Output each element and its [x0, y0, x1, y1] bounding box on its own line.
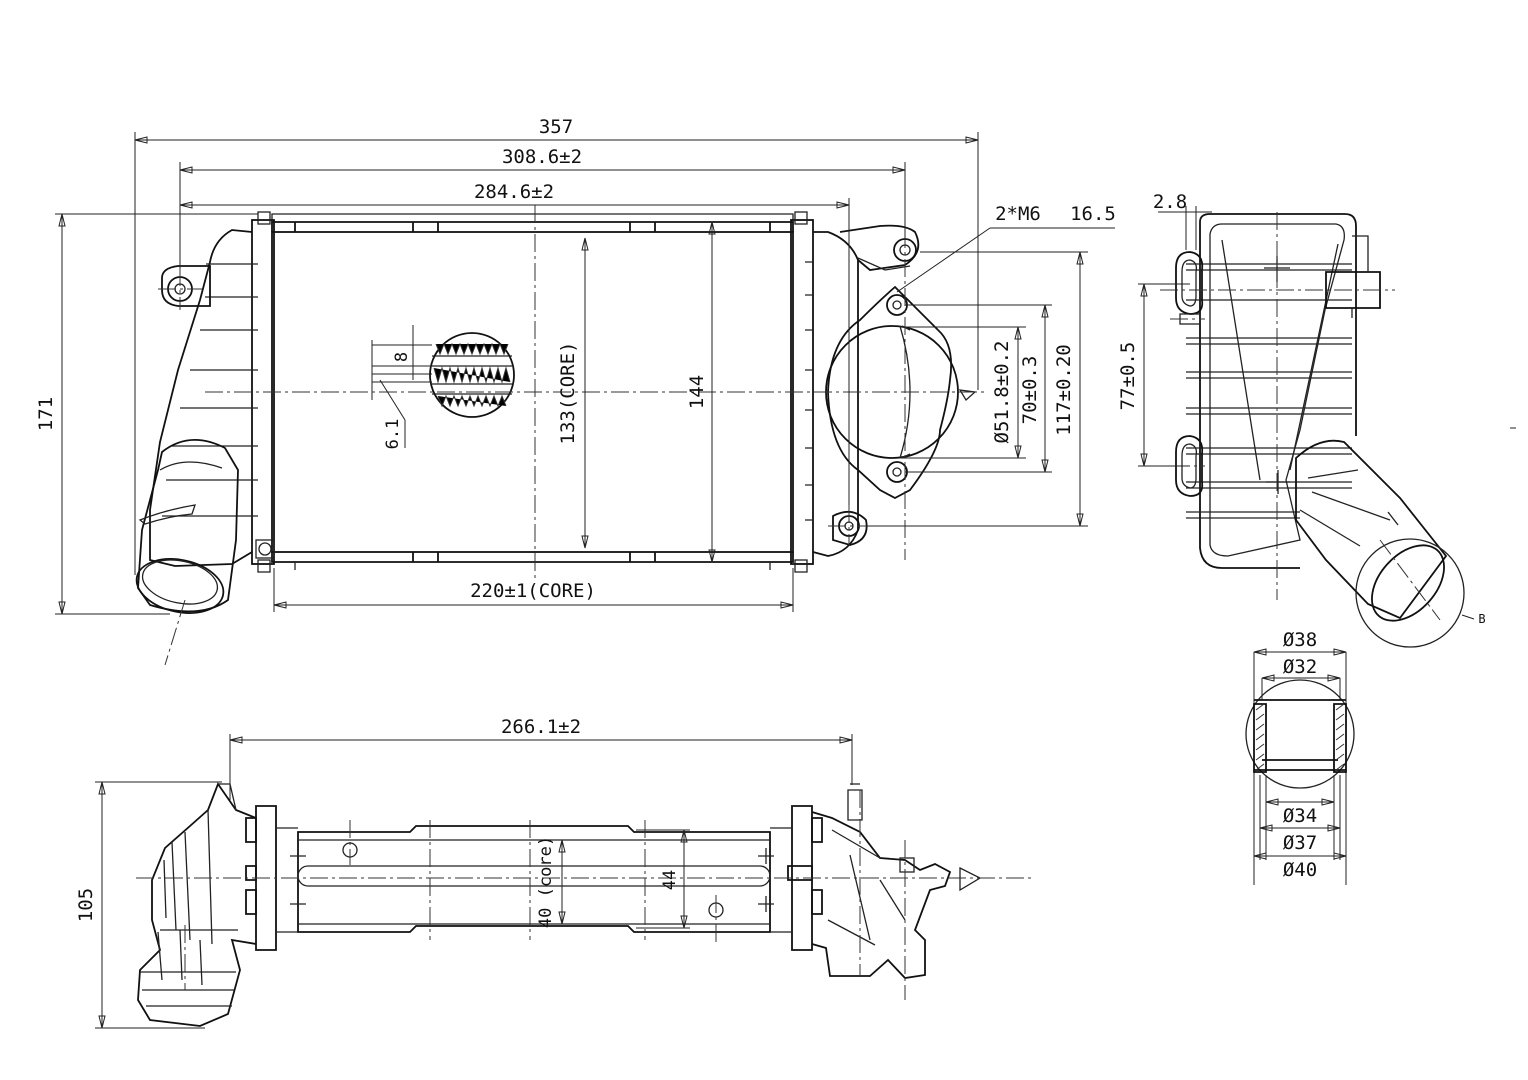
- side-bracket-top: [1175, 251, 1204, 315]
- dim-pipe-inner-top: Ø32: [1283, 656, 1317, 678]
- dim-pipe-outer-bottom: Ø40: [1283, 859, 1317, 881]
- dim-depth: 105: [75, 888, 97, 922]
- dim-fin-pitch: 8: [392, 352, 412, 362]
- pipe-detail: Ø38 Ø32 Ø34 Ø37 Ø40: [1245, 629, 1355, 885]
- flange-bolt-bottom: [886, 461, 908, 483]
- side-outer-shell: [1199, 213, 1357, 569]
- dim-pipe-inner-bottom: Ø34: [1283, 805, 1317, 827]
- bottom-right-tank: [811, 811, 952, 979]
- side-view: B 2.8 77±0.5: [1117, 191, 1516, 648]
- bottom-core: [297, 825, 771, 933]
- dim-fastener-offset: 16.5: [1070, 203, 1116, 225]
- right-bottom-lug: [832, 510, 868, 546]
- drain-plug: [255, 539, 275, 559]
- bottom-rail: [271, 552, 794, 563]
- dim-depth-inner: 44: [660, 870, 680, 890]
- right-top-lug: [839, 224, 920, 271]
- top-rail: [271, 221, 794, 232]
- bottom-view: [136, 782, 1035, 1027]
- dim-tank-span: 284.6±2: [474, 181, 554, 203]
- flange-bolt-top: [886, 294, 908, 316]
- side-nozzle: [1325, 271, 1381, 309]
- left-tank: [149, 229, 253, 567]
- dim-core-depth: 40 (core): [536, 836, 556, 928]
- dim-core-height: 133(CORE): [557, 342, 579, 445]
- dim-bottom-span: 266.1±2: [501, 716, 581, 738]
- detail-circle-b: [1355, 538, 1465, 648]
- dim-bracket-thickness: 2.8: [1153, 191, 1187, 213]
- dim-overall-height: 171: [35, 397, 57, 431]
- left-inlet-pipe: [135, 439, 239, 614]
- dim-flange-span: 117±0.20: [1053, 344, 1075, 436]
- dim-pipe-outer-top: Ø38: [1283, 629, 1317, 651]
- bottom-slot: [297, 865, 771, 887]
- side-outlet-pipe: [1295, 439, 1448, 620]
- front-dimensions: 357 308.6±2 284.6±2 2*M6 16.5 171 8: [35, 116, 1116, 615]
- front-view: [135, 205, 985, 666]
- left-tank-ribs: [162, 263, 258, 517]
- dim-tube-pitch: 6.1: [383, 419, 403, 450]
- fin-detail: [429, 332, 515, 418]
- dim-core-width: 220±1(CORE): [470, 580, 596, 602]
- dim-pipe-mid-bottom: Ø37: [1283, 832, 1317, 854]
- detail-ref-label: B: [1478, 612, 1485, 626]
- side-bracket-bottom: [1175, 435, 1204, 497]
- dim-fastener: 2*M6: [995, 203, 1041, 225]
- left-mount-lug: [161, 265, 211, 307]
- dim-tank-height: 144: [686, 375, 708, 409]
- bottom-dimensions: 266.1±2 105 40 (core) 44: [75, 716, 853, 1029]
- outlet-flange: [827, 285, 953, 500]
- right-tank: [812, 231, 859, 557]
- dim-port-diameter: Ø51.8±0.2: [991, 341, 1013, 444]
- dim-side-bracket-span: 77±0.5: [1117, 342, 1139, 411]
- dim-mount-span: 308.6±2: [502, 146, 582, 168]
- dim-flange-holes: 70±0.3: [1019, 356, 1041, 425]
- dim-overall-width: 357: [539, 116, 573, 138]
